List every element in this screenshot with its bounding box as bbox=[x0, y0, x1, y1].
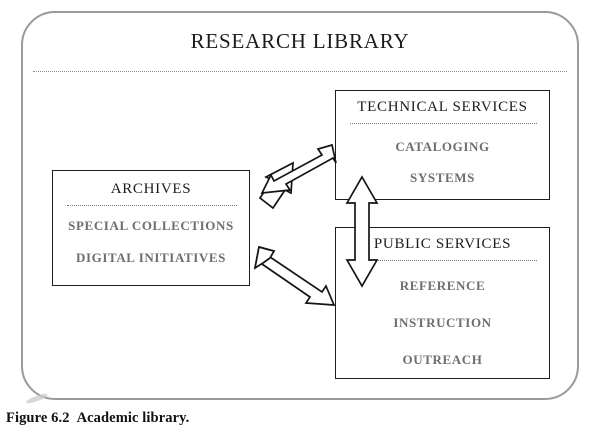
figure-caption-text: Academic library. bbox=[76, 410, 190, 426]
unit-box-public-services: PUBLIC SERVICES REFERENCE INSTRUCTION OU… bbox=[335, 227, 550, 379]
unit-box-technical-services: TECHNICAL SERVICES CATALOGING SYSTEMS bbox=[335, 90, 550, 200]
unit-divider-public-services bbox=[350, 260, 537, 261]
unit-item: DIGITAL INITIATIVES bbox=[76, 250, 226, 265]
unit-title-archives: ARCHIVES bbox=[110, 181, 192, 197]
organization-title: RESEARCH LIBRARY bbox=[190, 29, 410, 53]
figure-caption-label: Figure 6.2 bbox=[6, 410, 70, 426]
unit-box-archives: ARCHIVES SPECIAL COLLECTIONS DIGITAL INI… bbox=[52, 170, 250, 286]
unit-item: REFERENCE bbox=[399, 278, 486, 293]
unit-title-public-services: PUBLIC SERVICES bbox=[373, 236, 512, 252]
unit-item: OUTREACH bbox=[402, 352, 483, 367]
organization-title-divider bbox=[33, 71, 567, 72]
unit-item: INSTRUCTION bbox=[393, 315, 492, 330]
unit-divider-archives bbox=[67, 205, 237, 206]
unit-title-technical-services: TECHNICAL SERVICES bbox=[357, 99, 528, 115]
unit-item: CATALOGING bbox=[395, 139, 490, 154]
figure-caption: Figure 6.2 Academic library. bbox=[6, 410, 189, 427]
unit-item: SYSTEMS bbox=[410, 170, 475, 185]
unit-divider-technical-services bbox=[350, 123, 537, 124]
unit-item: SPECIAL COLLECTIONS bbox=[68, 218, 234, 233]
organization-boundary bbox=[21, 11, 579, 400]
